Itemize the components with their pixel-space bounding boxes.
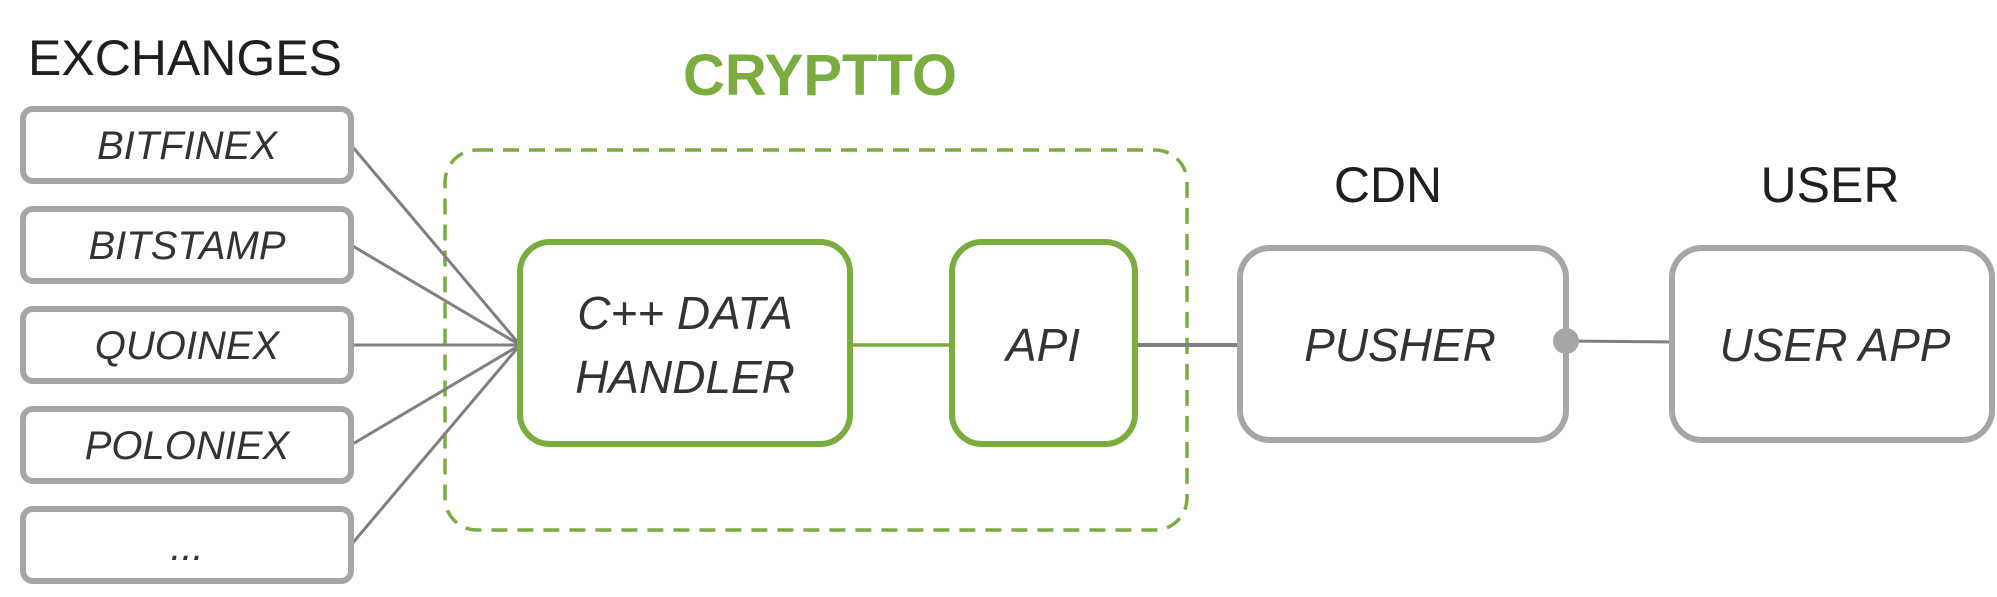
exchange-label: BITFINEX	[97, 124, 278, 168]
exchange-box-frame	[20, 306, 354, 384]
pusher-user-connector	[1565, 339, 1673, 344]
exchange-connectors	[349, 144, 522, 546]
connector-bitstamp	[350, 243, 521, 347]
exchange-box-more: ...	[20, 506, 354, 584]
user-app-box: USER APP	[1669, 245, 1995, 443]
exchange-label: BITSTAMP	[88, 224, 285, 268]
user-app-label: USER APP	[1720, 319, 1951, 371]
exchange-box-frame	[20, 406, 354, 484]
connector-bitfinex	[349, 144, 522, 346]
api-frame	[949, 239, 1138, 447]
exchanges-heading: EXCHANGES	[28, 30, 342, 86]
exchange-box-frame	[20, 106, 354, 184]
cdn-heading: CDN	[1334, 157, 1442, 213]
api-box: API	[949, 239, 1138, 447]
api-label: API	[1003, 319, 1080, 371]
exchange-box-poloniex: POLONIEX	[20, 406, 354, 484]
exchange-box-frame	[20, 206, 354, 284]
data-handler-label-line1: C++ DATA	[577, 287, 793, 339]
user-heading: USER	[1761, 157, 1900, 213]
exchange-box-frame	[20, 506, 354, 584]
cryptto-boundary	[443, 148, 1189, 532]
user-app-frame	[1669, 245, 1995, 443]
exchange-box-quoinex: QUOINEX	[20, 306, 354, 384]
connector-more	[349, 344, 522, 546]
exchange-box-bitfinex: BITFINEX	[20, 106, 354, 184]
data-handler-box: C++ DATA HANDLER	[517, 239, 853, 447]
data-handler-frame	[517, 239, 853, 447]
exchange-label: ...	[170, 525, 203, 569]
brand-heading: CRYPTTO	[683, 43, 957, 108]
connection-dot-icon	[1553, 328, 1579, 354]
data-handler-label-line2: HANDLER	[575, 351, 795, 403]
pusher-label: PUSHER	[1304, 319, 1496, 371]
exchange-label: POLONIEX	[85, 424, 291, 468]
exchange-box-bitstamp: BITSTAMP	[20, 206, 354, 284]
exchange-label: QUOINEX	[95, 324, 281, 368]
connector-poloniex	[350, 343, 521, 447]
pusher-box: PUSHER	[1237, 245, 1569, 443]
